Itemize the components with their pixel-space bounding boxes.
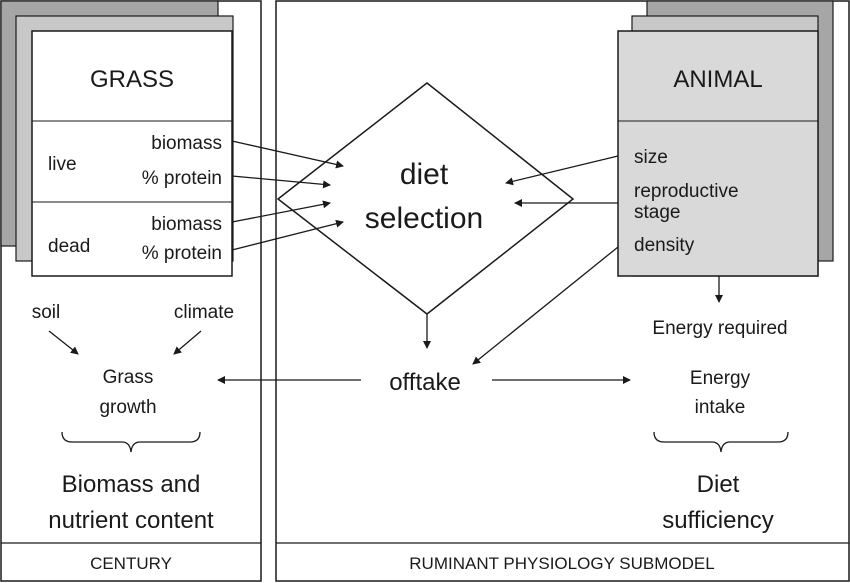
right-panel xyxy=(275,0,850,582)
biomass-outcome-line1: Biomass and xyxy=(62,471,201,498)
energy-intake-line2: intake xyxy=(695,397,746,418)
arrow-size-to-diet xyxy=(505,155,619,186)
animal-density: density xyxy=(634,235,695,256)
arrow-density-to-offtake xyxy=(472,246,619,365)
grass-dead-biomass: biomass xyxy=(151,214,222,235)
arrow-climate-to-grass-growth xyxy=(173,330,202,355)
arrow-live-protein-to-diet xyxy=(231,175,331,189)
animal-title: ANIMAL xyxy=(673,66,762,93)
diet-sufficiency-line2: sufficiency xyxy=(662,507,774,534)
grass-live-protein: % protein xyxy=(142,168,222,189)
grass-growth-line2: growth xyxy=(99,397,156,418)
arrow-dead-protein-to-diet xyxy=(231,219,344,251)
climate-label: climate xyxy=(174,302,234,323)
ruminant-footer: RUMINANT PHYSIOLOGY SUBMODEL xyxy=(409,554,714,573)
grass-title: GRASS xyxy=(90,66,174,93)
animal-size: size xyxy=(634,147,668,168)
grass-growth-line1: Grass xyxy=(103,367,154,388)
diet-selection-line1: diet xyxy=(400,158,449,191)
left-brace xyxy=(61,431,201,453)
biomass-outcome-line2: nutrient content xyxy=(48,507,214,534)
energy-intake-line1: Energy xyxy=(690,368,751,389)
century-footer: CENTURY xyxy=(90,554,172,573)
arrow-live-biomass-to-diet xyxy=(231,140,344,169)
diet-selection-diamond xyxy=(276,82,575,315)
offtake-label: offtake xyxy=(389,369,461,396)
grass-dead-label: dead xyxy=(48,236,90,257)
grass-dead-protein: % protein xyxy=(142,243,222,264)
energy-required-label: Energy required xyxy=(652,318,787,339)
animal-reproductive-line2: stage xyxy=(634,202,680,223)
grass-box xyxy=(31,30,233,277)
diet-selection-line2: selection xyxy=(365,202,483,235)
soil-label: soil xyxy=(32,302,61,323)
grass-live-biomass: biomass xyxy=(151,133,222,154)
animal-box xyxy=(617,30,819,277)
diet-sufficiency-line1: Diet xyxy=(697,471,740,498)
arrow-soil-to-grass-growth xyxy=(48,330,79,355)
animal-reproductive-line1: reproductive xyxy=(634,181,739,202)
grass-live-label: live xyxy=(48,154,77,175)
arrow-dead-biomass-to-diet xyxy=(231,200,331,223)
right-brace xyxy=(653,431,789,453)
